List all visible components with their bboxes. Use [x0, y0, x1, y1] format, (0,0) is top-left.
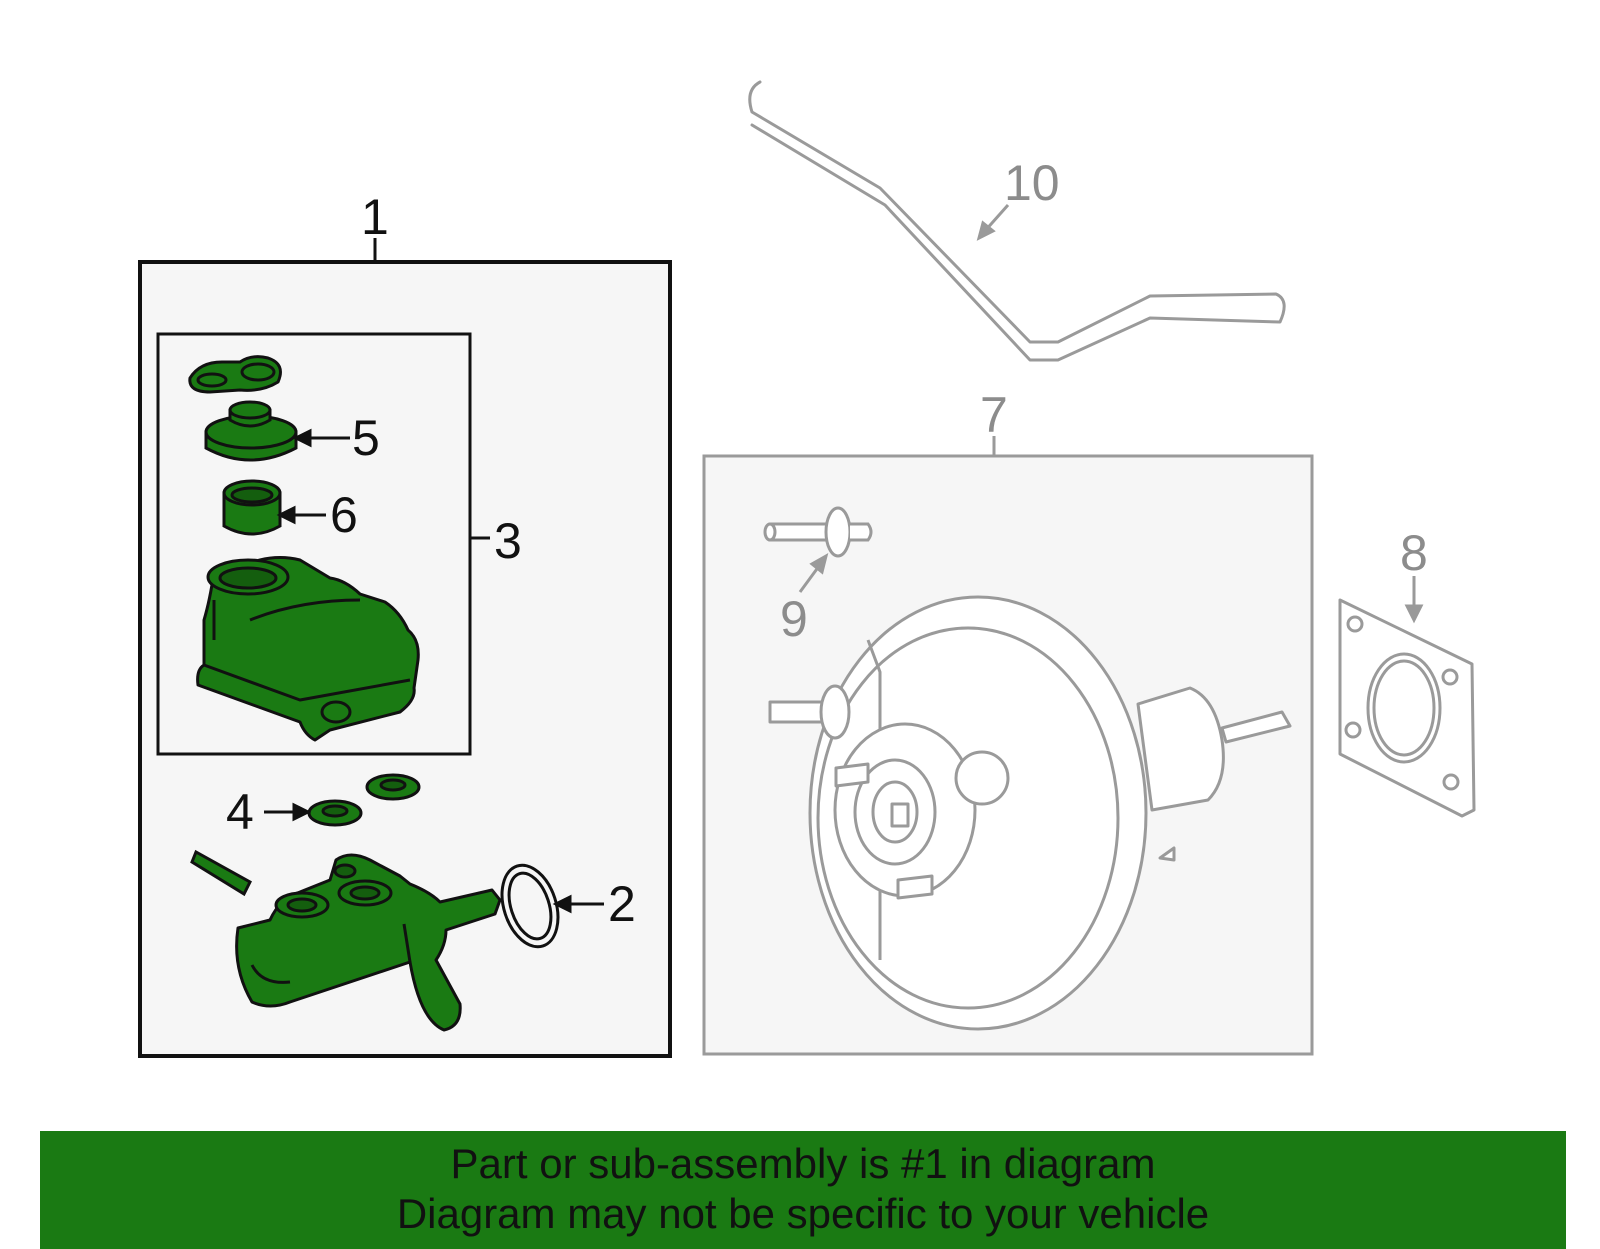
parts-diagram: 1 2 3 4 5 6 7 8 9 10 — [138, 80, 1476, 1058]
master-cylinder-part[interactable] — [235, 853, 502, 1032]
reservoir-cap-part-5[interactable] — [204, 400, 298, 462]
vacuum-hose-part-10[interactable] — [748, 80, 1286, 362]
arrow-10 — [976, 204, 1010, 241]
arrow-5 — [292, 428, 350, 448]
info-banner: Part or sub-assembly is #1 in diagram Di… — [40, 1131, 1566, 1249]
strainer-part-6[interactable] — [222, 479, 282, 536]
arrow-9 — [798, 552, 829, 593]
pin-part[interactable] — [190, 849, 252, 897]
callout-7: 7 — [980, 387, 1008, 443]
callout-4: 4 — [226, 784, 254, 840]
callout-6: 6 — [330, 487, 358, 543]
o-ring-part-2[interactable] — [492, 858, 567, 954]
arrow-6 — [276, 505, 326, 525]
arrow-8 — [1404, 576, 1424, 624]
callout-8: 8 — [1400, 525, 1428, 581]
callout-2: 2 — [608, 876, 636, 932]
callout-10: 10 — [1004, 155, 1060, 211]
reservoir-seal-part[interactable] — [188, 355, 282, 394]
check-valve-part-9[interactable] — [763, 506, 873, 558]
callout-1: 1 — [361, 189, 389, 245]
callout-9: 9 — [780, 591, 808, 647]
banner-line-2: Diagram may not be specific to your vehi… — [396, 1190, 1210, 1237]
banner-line-1: Part or sub-assembly is #1 in diagram — [450, 1140, 1156, 1187]
callout-3: 3 — [494, 513, 522, 569]
brake-booster-part[interactable] — [768, 595, 1292, 1031]
arrow-4 — [264, 802, 312, 822]
arrow-2 — [552, 894, 604, 914]
callout-5: 5 — [352, 410, 380, 466]
reservoir-body-part[interactable] — [196, 556, 420, 742]
booster-gasket-part-8[interactable] — [1338, 598, 1476, 818]
